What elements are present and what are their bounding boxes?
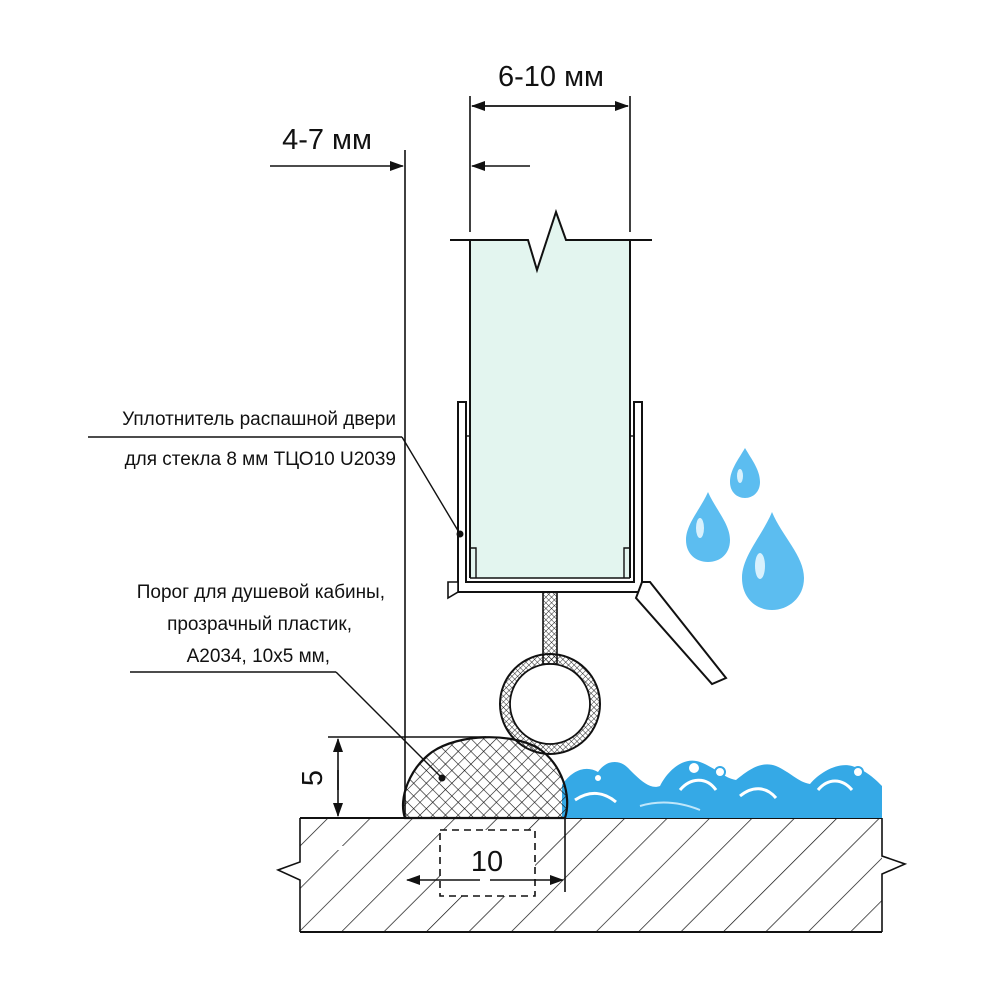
floor-section (275, 817, 908, 933)
dimension-threshold-width: 10 (406, 818, 566, 892)
callout-seal: Уплотнитель распашной двери для стекла 8… (88, 409, 464, 538)
floor-break-right (881, 818, 908, 932)
threshold-label-line3: А2034, 10х5 мм, (187, 646, 330, 667)
callout-threshold: Порог для душевой кабины, прозрачный пла… (130, 582, 446, 782)
floor-gap-left (302, 846, 378, 850)
glass-panel (450, 208, 652, 578)
seal-label-line1: Уплотнитель распашной двери (122, 409, 396, 430)
floor-break-left (275, 818, 301, 932)
dimension-glass-thickness: 6-10 мм (469, 61, 631, 232)
threshold-profile (401, 736, 569, 820)
water-drop-icon (686, 448, 804, 610)
seal-label-line2: для стекла 8 мм ТЦО10 U2039 (125, 449, 396, 470)
water-wave-icon (562, 760, 882, 818)
dimension-threshold-height: 5 (297, 736, 486, 819)
gap-label: 4-7 мм (282, 124, 372, 156)
threshold-width-label: 10 (471, 846, 503, 878)
dimension-gap: 4-7 мм (270, 124, 530, 818)
floor-hatch (300, 818, 882, 932)
threshold-height-label: 5 (297, 770, 329, 786)
threshold-width-box (439, 829, 536, 897)
door-seal-profile (447, 401, 728, 755)
threshold-label-line1: Порог для душевой кабины, (137, 582, 385, 603)
glass-thickness-label: 6-10 мм (498, 61, 604, 93)
threshold-label-line2: прозрачный пластик, (167, 614, 352, 635)
